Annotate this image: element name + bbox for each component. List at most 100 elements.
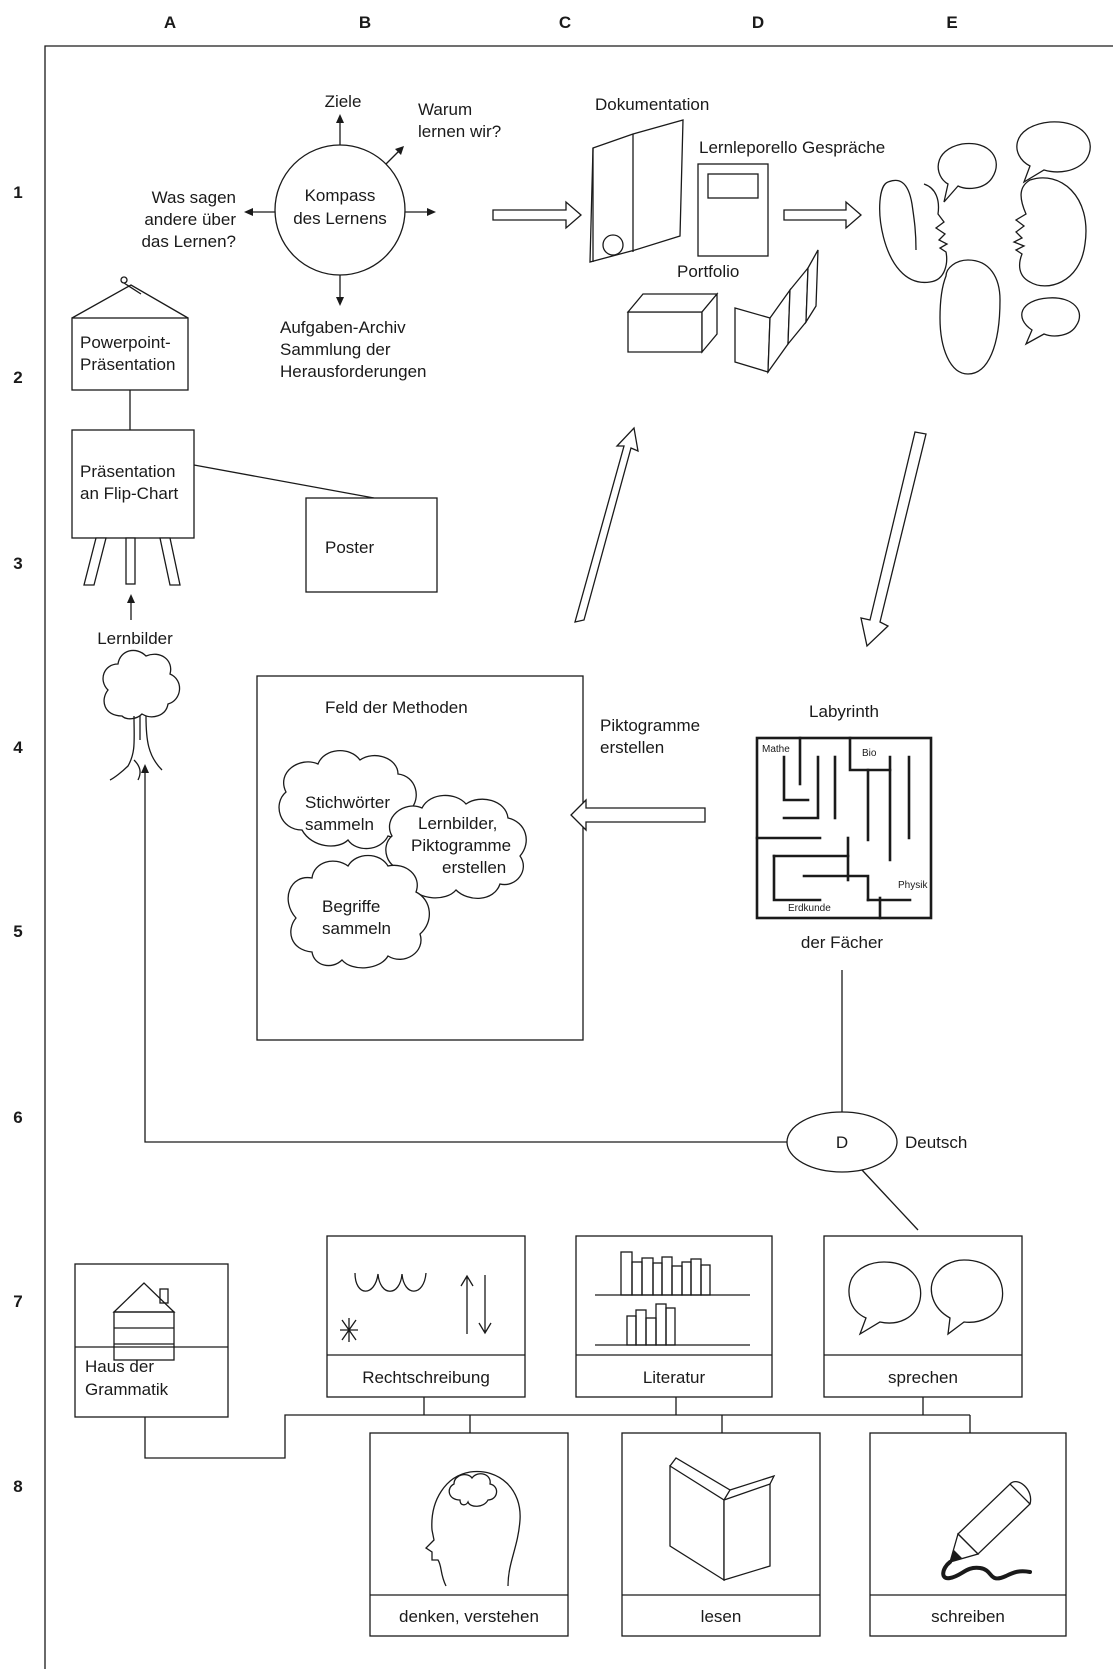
- subject-erdkunde: Erdkunde: [788, 903, 831, 914]
- labyrinth-title: Labyrinth: [809, 702, 879, 721]
- deutsch-label: Deutsch: [905, 1133, 967, 1152]
- leporello-title: Lernleporello Gespräche: [699, 138, 885, 157]
- labyrinth-maze-icon: [755, 736, 933, 920]
- portfolio-box-icon: [626, 292, 719, 354]
- method-cloud3-line1: Begriffe: [322, 897, 380, 916]
- row-label-4: 4: [13, 738, 23, 757]
- row-label-6: 6: [13, 1108, 22, 1127]
- sprechen-label: sprechen: [888, 1368, 958, 1387]
- deutsch-letter: D: [836, 1133, 848, 1152]
- compass-archive-line3: Herausforderungen: [280, 362, 426, 381]
- lesen-card-box: [621, 1432, 821, 1637]
- row-label-3: 3: [13, 554, 22, 573]
- card-lesen: lesen: [621, 1432, 821, 1637]
- house-icon: [112, 1282, 176, 1361]
- denken-card-box: [369, 1432, 569, 1637]
- pencil-icon: [941, 1481, 1032, 1581]
- literatur-label: Literatur: [643, 1368, 706, 1387]
- row-label-7: 7: [13, 1292, 22, 1311]
- method-cloud2-line1: Lernbilder,: [418, 814, 497, 833]
- schreiben-card-box: [869, 1432, 1067, 1637]
- flipchart-leg: [159, 537, 181, 586]
- row-label-8: 8: [13, 1477, 22, 1496]
- head-bottom-icon: [939, 259, 1001, 375]
- book-icon: [669, 1457, 776, 1582]
- methods-title: Feld der Methoden: [325, 698, 468, 717]
- method-cloud2-line3: erstellen: [442, 858, 506, 877]
- compass-others-line3: das Lernen?: [141, 232, 236, 251]
- column-label-c: C: [559, 13, 571, 32]
- compass: Kompass des Lernens Ziele Warum lernen w…: [141, 92, 501, 381]
- poster-box: [305, 497, 438, 593]
- powerpoint-line1: Powerpoint-: [80, 333, 171, 352]
- compass-why-line1: Warum: [418, 100, 472, 119]
- subject-mathe: Mathe: [762, 744, 790, 755]
- method-cloud: [385, 794, 527, 899]
- column-label-d: D: [752, 13, 764, 32]
- bookshelf-icon: [595, 1251, 750, 1346]
- tree-icon: [102, 649, 181, 781]
- grammatik-line1: Haus der: [85, 1357, 154, 1376]
- grammatik-card-box: [74, 1263, 229, 1418]
- method-cloud2-line2: Piktogramme: [411, 836, 511, 855]
- documentation-title: Dokumentation: [595, 95, 709, 114]
- lesen-label: lesen: [701, 1607, 742, 1626]
- speech-bubble-icon: [1016, 121, 1091, 184]
- labyrinth-subtitle: der Fächer: [801, 933, 884, 952]
- documentation: Dokumentation Lernleporello Gespräche Po…: [589, 95, 885, 375]
- row-labels: 1 2 3 4 5 6 7 8: [13, 183, 23, 1496]
- speech-bubble-icon: [1021, 297, 1081, 346]
- compass-others-line2: andere über: [144, 210, 236, 229]
- row-label-2: 2: [13, 368, 22, 387]
- compass-others-line1: Was sagen: [152, 188, 236, 207]
- poster-label: Poster: [325, 538, 374, 557]
- compass-why-line2: lernen wir?: [418, 122, 501, 141]
- arrow-conversations-to-labyrinth: [860, 431, 927, 648]
- speech-bubble-icon: [930, 1259, 1004, 1336]
- subject-bio: Bio: [862, 748, 877, 759]
- speech-bubble-icon: [937, 142, 997, 203]
- flipchart-line2: an Flip-Chart: [80, 484, 179, 503]
- card-grammatik: Haus der Grammatik: [74, 1263, 229, 1418]
- piktogramme-label-line2: erstellen: [600, 738, 664, 757]
- arrow-documentation-to-conversations: [783, 200, 862, 230]
- column-label-e: E: [946, 13, 957, 32]
- flipchart-leg: [125, 537, 136, 585]
- method-cloud1-line1: Stichwörter: [305, 793, 390, 812]
- spelling-marks-icon: [340, 1272, 492, 1342]
- flipchart-box: [71, 429, 195, 539]
- subject-physik: Physik: [898, 880, 928, 891]
- row-label-5: 5: [13, 922, 22, 941]
- schreiben-label: schreiben: [931, 1607, 1005, 1626]
- arrow-labyrinth-to-methods: [570, 798, 706, 832]
- powerpoint-line2: Präsentation: [80, 355, 175, 374]
- rechtschreibung-label: Rechtschreibung: [362, 1368, 490, 1387]
- literatur-card-box: [575, 1235, 773, 1398]
- methods-box: [256, 675, 584, 1041]
- card-literatur: Literatur: [575, 1235, 773, 1398]
- method-cloud: [287, 854, 430, 969]
- powerpoint-box: [71, 317, 189, 391]
- arrow-methods-to-documentation: [574, 426, 639, 623]
- lernbilder-label: Lernbilder: [97, 629, 173, 648]
- presentation: Powerpoint- Präsentation Präsentation an…: [71, 276, 438, 781]
- method-cloud1-line2: sammeln: [305, 815, 374, 834]
- compass-archive-line1: Aufgaben-Archiv: [280, 318, 406, 337]
- head-left-icon: [879, 179, 949, 283]
- row-label-1: 1: [13, 183, 22, 202]
- head-right-icon: [1012, 177, 1087, 287]
- card-sprechen: sprechen: [823, 1235, 1023, 1398]
- column-label-b: B: [359, 13, 371, 32]
- map-frame: [44, 45, 1113, 1669]
- method-cloud3-line2: sammeln: [322, 919, 391, 938]
- column-label-a: A: [164, 13, 176, 32]
- leporello-booklet-icon: [697, 163, 769, 257]
- conversations: [879, 121, 1091, 375]
- thinking-head-icon: [424, 1470, 521, 1587]
- method-cloud: [278, 750, 417, 850]
- piktogramme-label-line1: Piktogramme: [600, 716, 700, 735]
- portfolio-label: Portfolio: [677, 262, 739, 281]
- methods-field: Feld der Methoden Stichwörter sammeln Le…: [256, 675, 584, 1041]
